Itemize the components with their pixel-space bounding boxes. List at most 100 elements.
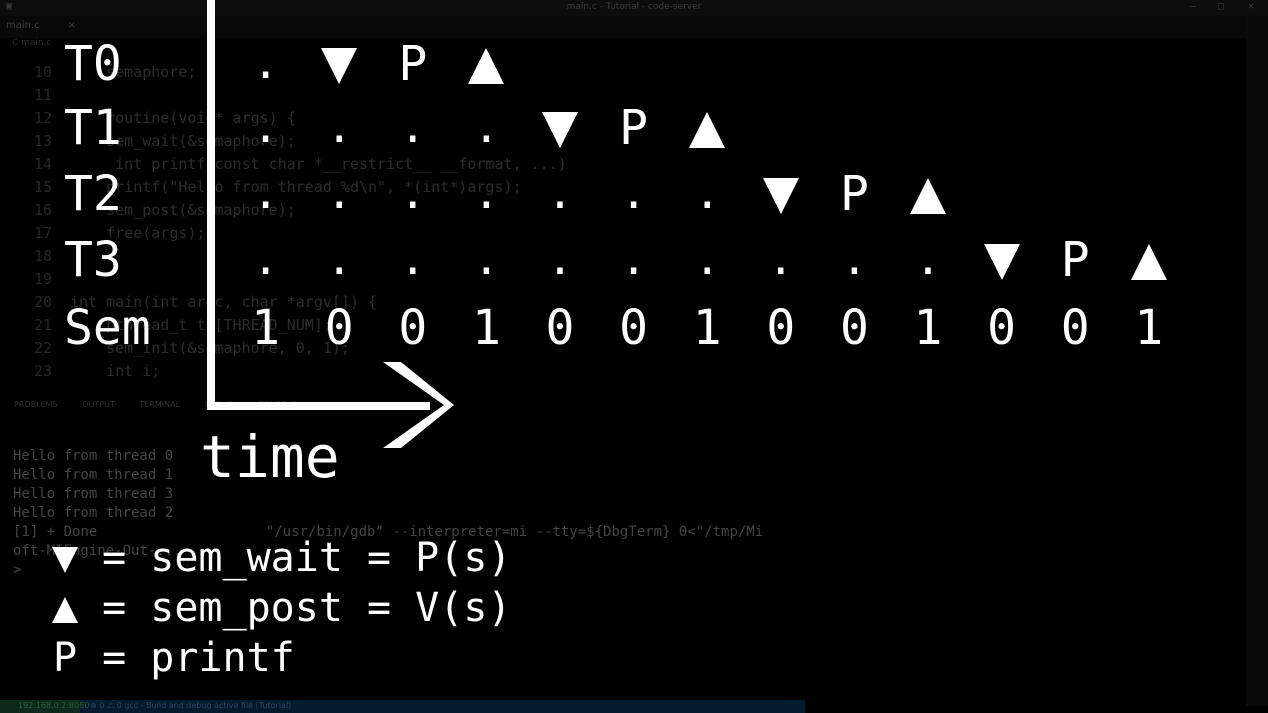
sem-post-marker xyxy=(898,178,958,217)
waiting-dot: . xyxy=(399,102,427,153)
code-line: 15 printf("Hello from thread %d\n", *(in… xyxy=(0,178,522,201)
close-window-icon[interactable]: ✕ xyxy=(1248,1,1255,12)
waiting-dot: . xyxy=(620,168,647,219)
code-line: 13 sem_wait(&semaphore); xyxy=(0,132,296,155)
waiting-dot: . xyxy=(252,102,279,153)
status-text: ⊗ 0 ⚠ 0 gcc - Build and debug active fil… xyxy=(90,701,292,710)
code-line: 10 semaphore; xyxy=(0,63,197,86)
down-triangle-icon xyxy=(542,112,578,148)
up-triangle-icon xyxy=(689,112,726,148)
sem-value: 0 xyxy=(324,300,354,356)
sem-value: 0 xyxy=(987,300,1017,356)
waiting-dot: . xyxy=(473,168,500,219)
line-number: 19 xyxy=(33,270,52,288)
waiting-dot: . xyxy=(693,234,721,285)
up-triangle-icon xyxy=(52,588,78,628)
code-line: 12 routine(void* args) { xyxy=(0,109,296,132)
code-text: int printf(const char *__restrict__ __fo… xyxy=(70,155,567,173)
sem-value: 0 xyxy=(398,300,428,356)
line-number: 10 xyxy=(33,63,52,81)
code-text: routine(void* args) { xyxy=(70,109,296,127)
code-text: free(args); xyxy=(70,224,206,242)
legend-item: P = printf xyxy=(52,638,295,682)
tab-bar: main.c × xyxy=(0,16,1268,38)
waiting-dot: . xyxy=(473,234,500,285)
maximize-icon[interactable]: □ xyxy=(1218,1,1225,12)
code-text: printf("Hello from thread %d\n", *(int*)… xyxy=(70,178,522,196)
line-number: 18 xyxy=(33,247,52,265)
sem-value: 0 xyxy=(545,300,575,356)
waiting-dot: . xyxy=(252,234,279,285)
tab-main-c[interactable]: main.c × xyxy=(6,20,76,31)
code-line: 11 xyxy=(0,86,70,109)
sem-wait-marker xyxy=(530,112,590,151)
code-line: 18 xyxy=(0,247,70,270)
up-triangle-icon xyxy=(910,178,946,214)
thread-label: T0 xyxy=(64,36,122,92)
status-bar: 192.168.0.2:8080 ⊗ 0 ⚠ 0 gcc - Build and… xyxy=(0,700,805,713)
sem-value: 1 xyxy=(471,300,501,356)
up-triangle-shape xyxy=(52,597,78,623)
waiting-dot: . xyxy=(252,38,279,89)
sem-value: 1 xyxy=(1134,300,1164,356)
time-label: time xyxy=(200,423,340,491)
code-line: 16 sem_post(&semaphore); xyxy=(0,201,296,224)
code-line: 20 int main(int argc, char *argv[]) { xyxy=(0,293,377,316)
down-triangle-icon xyxy=(762,178,799,214)
window-title: main.c - Tutorial - code-server xyxy=(566,2,702,12)
waiting-dot: . xyxy=(693,168,721,219)
line-number: 13 xyxy=(33,132,52,150)
tab-close-icon[interactable]: × xyxy=(67,20,77,31)
remote-address: 192.168.0.2:8080 xyxy=(18,701,90,710)
waiting-dot: . xyxy=(473,102,500,153)
down-triangle-icon xyxy=(983,244,1020,280)
tab-label: main.c xyxy=(6,20,40,31)
sem-value: 0 xyxy=(619,300,649,356)
sem-value: 0 xyxy=(839,300,869,356)
sem-value: 1 xyxy=(692,300,722,356)
line-number: 15 xyxy=(33,178,52,196)
legend-text: = sem_post = V(s) xyxy=(78,585,512,631)
breadcrumb[interactable]: C main.c xyxy=(12,38,52,48)
code-text: semaphore; xyxy=(70,63,197,81)
waiting-dot: . xyxy=(325,168,353,219)
code-text: pthread_t th[THREAD_NUM]; xyxy=(70,316,332,334)
sem-post-marker xyxy=(456,48,516,87)
sem-value: 1 xyxy=(913,300,943,356)
printf-marker: P xyxy=(839,166,869,222)
sem-value: 0 xyxy=(766,300,796,356)
up-triangle-icon xyxy=(1130,244,1167,280)
sem-wait-marker xyxy=(972,244,1032,283)
legend-item: = sem_wait = P(s) xyxy=(52,538,511,582)
line-number: 16 xyxy=(33,201,52,219)
code-text: int main(int argc, char *argv[]) { xyxy=(70,293,378,311)
legend-symbol: P xyxy=(52,635,78,681)
thread-label: T1 xyxy=(64,100,122,156)
minimize-icon[interactable]: — xyxy=(1190,1,1197,12)
printf-marker: P xyxy=(619,100,649,156)
sem-value: 0 xyxy=(1060,300,1090,356)
waiting-dot: . xyxy=(620,234,647,285)
panel-tabs[interactable]: PROBLEMS OUTPUT TERMINAL DEBUG CONSOLE xyxy=(14,400,297,409)
terminal-line: Hello from thread 2 xyxy=(13,505,174,521)
legend-text: = sem_wait = P(s) xyxy=(78,535,512,581)
sem-post-marker xyxy=(677,112,737,151)
line-number: 20 xyxy=(33,293,52,311)
printf-marker: P xyxy=(1060,232,1090,288)
terminal-line: > xyxy=(13,562,22,578)
line-number: 17 xyxy=(33,224,52,242)
line-number: 21 xyxy=(33,316,52,334)
code-text: sem_init(&semaphore, 0, 1); xyxy=(106,339,350,357)
code-line: 14 int printf(const char *__restrict__ _… xyxy=(0,155,567,178)
line-number: 14 xyxy=(33,155,52,173)
code-line: 22 sem_init(&semaphore, 0, 1); xyxy=(0,339,350,362)
code-text: sem_wait(&semaphore); xyxy=(70,132,296,150)
sem-label: Sem xyxy=(64,300,151,356)
thread-label: T2 xyxy=(64,166,122,222)
waiting-dot: . xyxy=(841,234,868,285)
waiting-dot: . xyxy=(546,168,574,219)
line-number: 22 xyxy=(33,339,52,357)
remote-indicator[interactable]: 192.168.0.2:8080 xyxy=(0,700,89,713)
